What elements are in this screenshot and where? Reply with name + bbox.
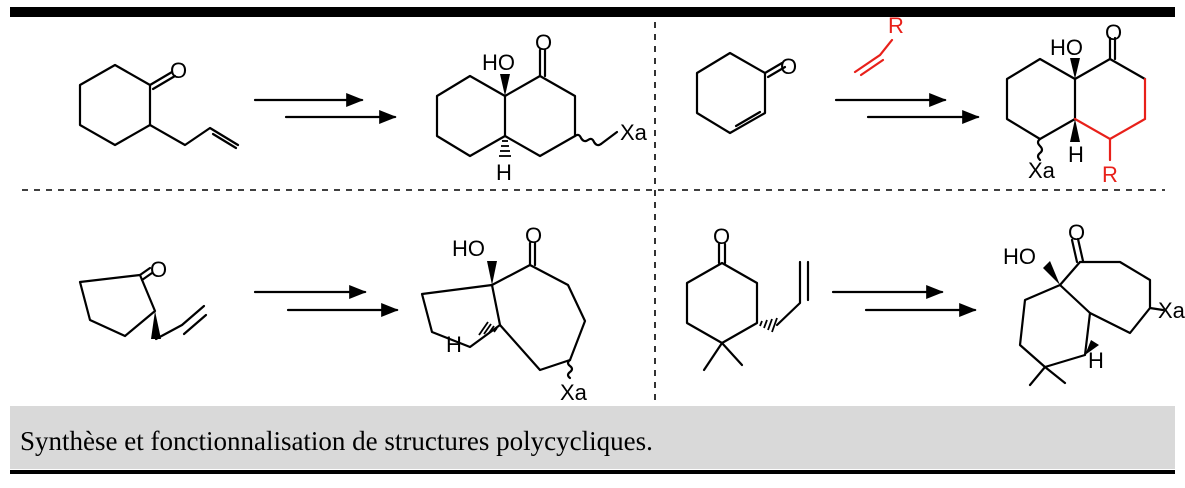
oxo-label: O: [780, 54, 797, 79]
hydrogen-label: H: [1068, 142, 1084, 167]
oxo-label: O: [525, 223, 542, 248]
hydroxy-label: HO: [482, 50, 515, 75]
panel-3-arrows: [253, 284, 399, 318]
hydrogen-label: H: [1088, 348, 1104, 373]
xa-label: Xa: [560, 380, 588, 405]
oxo-label: O: [170, 58, 187, 83]
panel-4-starting-material: O: [685, 224, 810, 372]
caption-bar: [10, 406, 1175, 469]
panel-2-starting-material: O: [695, 51, 797, 135]
panel-1-starting-material: O: [78, 58, 240, 150]
top-rule: [10, 7, 1175, 17]
xa-label: Xa: [1028, 158, 1056, 183]
r-label: R: [888, 13, 904, 38]
r-label: R: [1102, 162, 1118, 187]
bottom-rule: [10, 470, 1175, 474]
hydroxy-label: HO: [1003, 244, 1036, 269]
hydrogen-label: H: [446, 332, 462, 357]
panel-4-product: O HO Xa H: [1003, 220, 1185, 387]
hydrogen-label: H: [496, 160, 512, 185]
oxo-label: O: [1068, 220, 1085, 245]
panel-4-arrows: [831, 284, 977, 318]
xa-label: Xa: [620, 120, 648, 145]
hydroxy-label: HO: [452, 236, 485, 261]
panel-1-arrows: [253, 92, 397, 125]
figure-caption: Synthèse et fonctionnalisation de struct…: [20, 426, 653, 456]
panel-3-starting-material: O: [78, 257, 208, 341]
panel-2-product: O HO H Xa R: [1005, 20, 1147, 187]
oxo-label: O: [713, 224, 730, 249]
oxo-label: O: [1105, 20, 1122, 45]
panel-1-product: O HO H Xa: [435, 30, 648, 185]
panel-3-product: O HO H Xa: [420, 223, 588, 405]
hydroxy-label: HO: [1050, 35, 1083, 60]
oxo-label: O: [535, 30, 552, 55]
oxo-label: O: [150, 257, 167, 282]
panel-2-arrows: [834, 92, 980, 125]
panel-2-alkene-reagent: R: [853, 13, 904, 77]
xa-label: Xa: [1158, 298, 1185, 323]
